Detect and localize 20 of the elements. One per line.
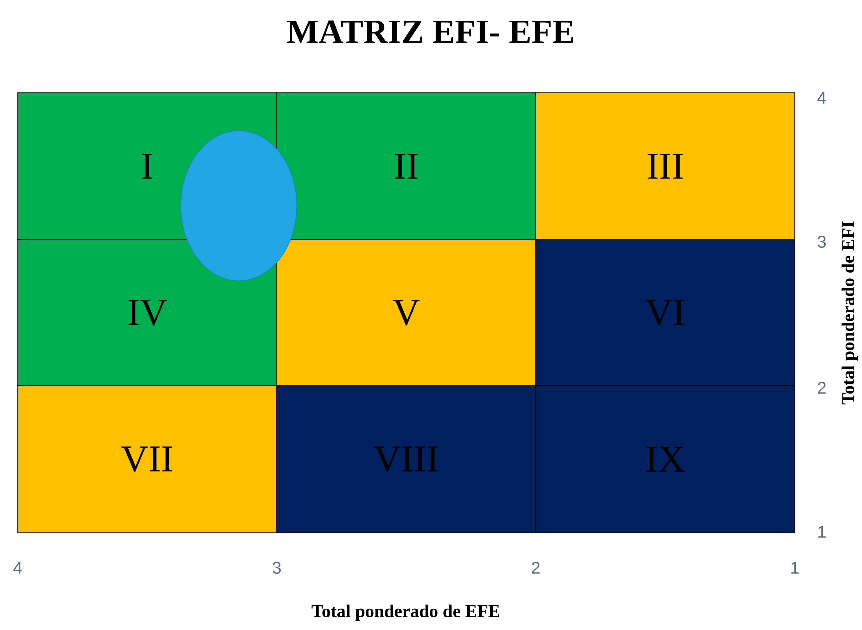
axis-tick-label: 3 [272,562,281,574]
axis-tick-label: 4 [818,92,826,104]
matrix-cell: VII [18,386,278,534]
axis-title: Total ponderado de EFE [312,604,500,622]
axis-tick-label: 2 [818,382,826,394]
matrix-cell: III [536,92,796,240]
matrix-cell: VIII [276,386,536,534]
axis-tick-label: 3 [818,236,826,248]
matrix-cell: II [276,92,536,240]
axis-title: Total ponderado de EFI [842,222,858,405]
axis-tick-label: 1 [792,562,799,574]
position-bubble [180,130,298,282]
matrix-cell: IX [536,386,796,534]
matrix-cell: VI [536,240,796,386]
axis-tick-label: 1 [818,526,826,538]
matrix-cell: IV [18,240,278,386]
matrix-cell: V [276,240,536,386]
axis-tick-label: 4 [14,562,22,574]
axis-tick-label: 2 [532,562,540,574]
title: MATRIZ EFI- EFE [287,20,574,44]
